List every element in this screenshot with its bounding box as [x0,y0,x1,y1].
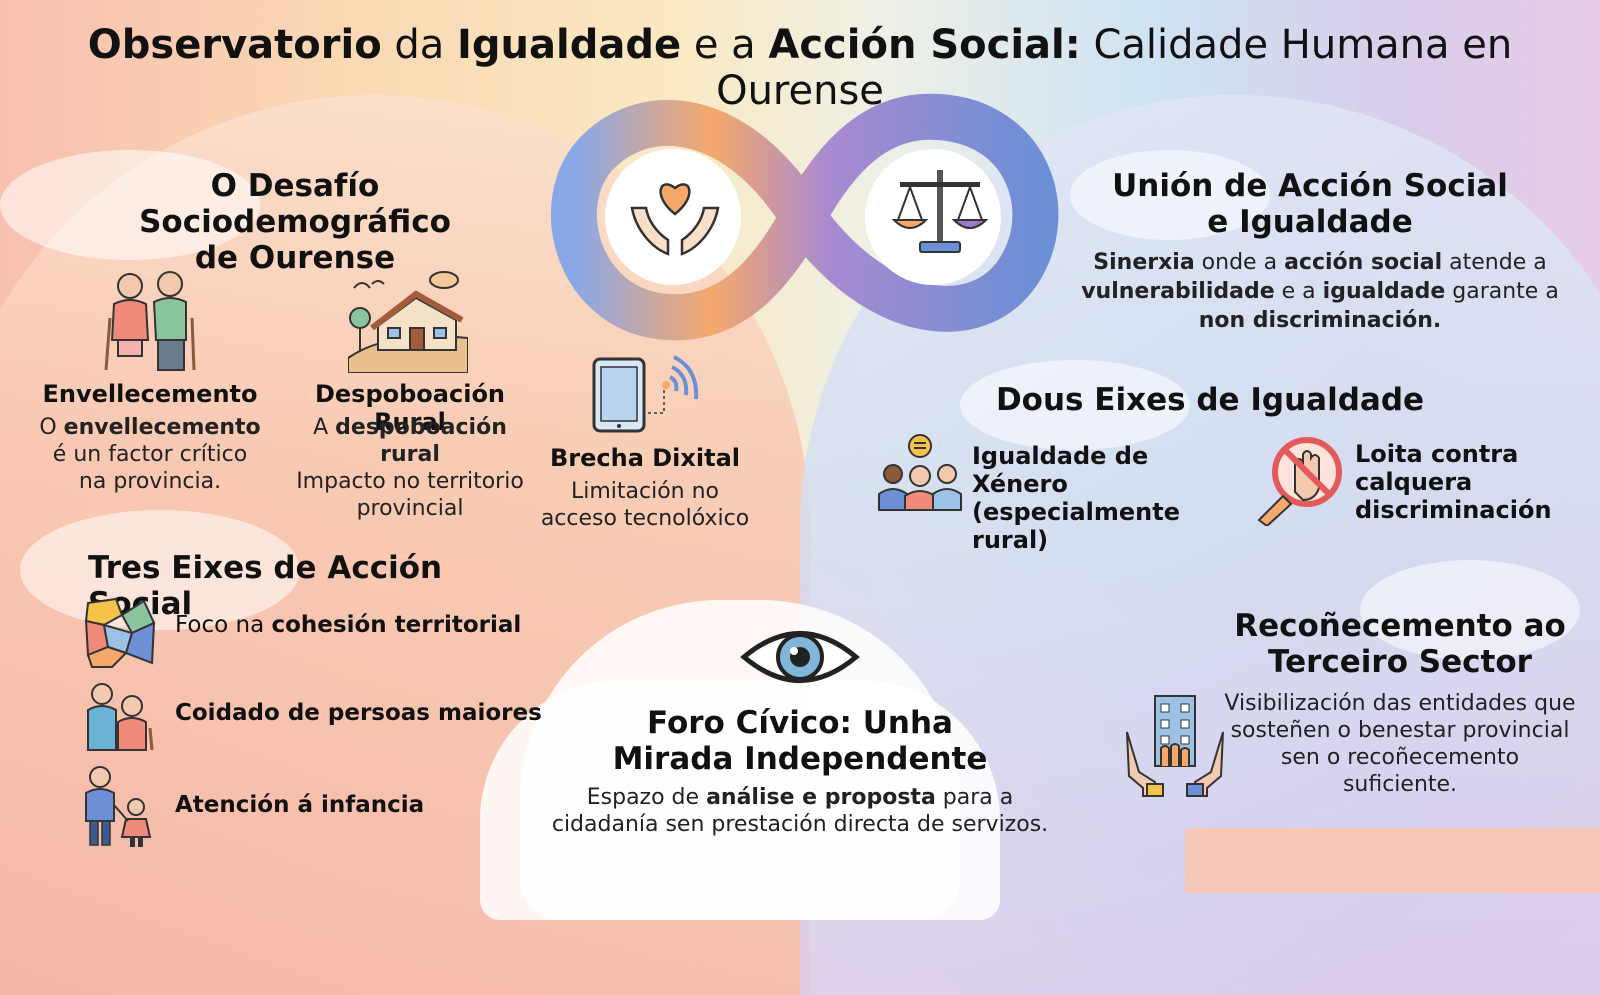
third-sector-heading: Recoñecemento ao Terceiro Sector [1234,608,1566,680]
justice-scale-icon [890,160,990,260]
infinity-logo [538,92,1068,342]
tablet-wifi-icon [590,345,705,435]
forum-cloud-background [480,680,1000,920]
depopulation-title: Despoboación Rural [314,380,506,436]
stop-discrimination-icon [1255,436,1345,526]
axis-item-territorial: Foco na cohesión territorial [175,612,522,638]
child-care-icon [80,765,156,847]
cloud-decoration [20,510,300,630]
rural-house-icon [348,268,468,373]
elderly-couple-icon [100,268,200,373]
building-hands-icon [1125,692,1225,797]
map-icon [82,595,158,671]
depopulation-text: A despoboación rural Impacto no territor… [296,415,524,521]
third-sector-text: Visibilización das entidades que sosteñe… [1224,691,1576,797]
anti-discrimination-label: Loita contra calquera discriminación [1355,440,1552,524]
gender-group-icon [875,432,965,512]
corner-block [1185,828,1600,893]
digital-gap-text: Limitación no acceso tecnolóxico [540,479,750,531]
axis-item-childhood: Atención á infancia [175,792,425,818]
eye-icon [740,622,860,692]
union-heading: Unión de Acción Social e Igualdade [1112,168,1508,240]
elderly-care-icon [80,680,158,752]
cloud-decoration [960,360,1190,450]
aging-text: O envellecemento é un factor crítico na … [39,415,261,494]
gender-equality-label: Igualdade de Xénero (especialmente rural… [972,442,1180,554]
challenge-heading: O Desafío Sociodemográfico de Ourense [139,168,451,276]
civic-forum-text: Espazo de análise e proposta para a cida… [551,785,1049,837]
cloud-decoration [1070,150,1270,240]
cloud-decoration [1360,560,1580,660]
digital-gap-title: Brecha Dixital [549,444,741,472]
page-title: Observatorio da Igualdade e a Acción Soc… [87,22,1513,114]
aging-title: Envellecemento [42,380,258,408]
axis-item-elderly: Coidado de persoas maiores [175,700,542,726]
civic-forum-heading: Foro Cívico: Unha Mirada Independente [612,705,988,777]
equality-axes-heading: Dous Eixes de Igualdade [995,382,1425,418]
heart-hands-icon [622,170,728,260]
union-text: Sinerxia onde a acción social atende a v… [1081,250,1559,333]
cloud-decoration [0,150,260,260]
